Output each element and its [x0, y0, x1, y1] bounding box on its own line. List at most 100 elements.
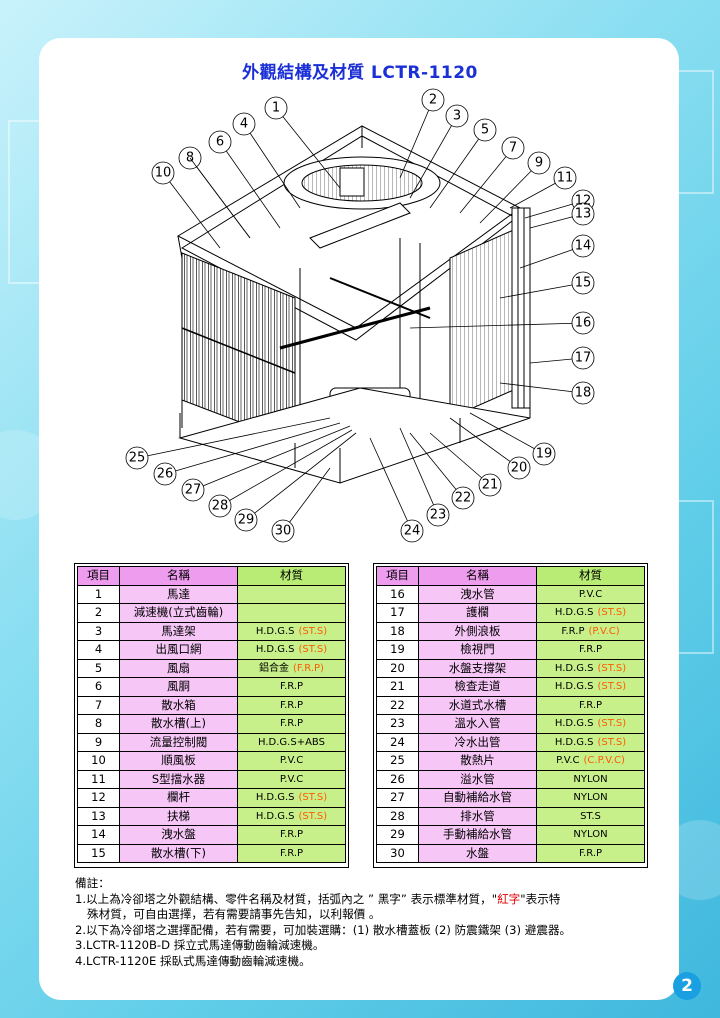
material-standard: H.D.G.S	[554, 718, 594, 730]
item-material: P.V.C	[536, 584, 645, 604]
callout-label: 6	[216, 135, 224, 150]
item-number: 9	[77, 732, 120, 752]
item-number: 14	[77, 825, 120, 845]
callout-13	[571, 202, 595, 226]
material-standard: H.D.G.S	[554, 736, 594, 748]
note-line-4: 4.LCTR-1120E 採臥式馬達傳動齒輪減速機。	[75, 953, 311, 968]
item-material: ST.S	[536, 806, 645, 826]
item-material: P.V.C	[237, 751, 346, 771]
item-name: 外側浪板	[418, 621, 537, 641]
callout-14	[571, 234, 595, 258]
callout-label: 1	[272, 101, 280, 116]
material-standard: F.R.P	[279, 829, 304, 841]
material-standard: F.R.P	[578, 644, 603, 656]
item-name: 檢視門	[418, 640, 537, 660]
callout-label: 28	[212, 499, 229, 514]
item-number: 3	[77, 621, 120, 641]
material-standard: H.D.G.S	[554, 607, 594, 619]
item-name: 護欄	[418, 603, 537, 623]
red-text-keyword: 紅字	[497, 891, 521, 906]
callout-2	[421, 88, 445, 112]
note-line-2: 2.以下為冷卻塔之選擇配備，若有需要，可加裝選購：(1) 散水槽蓋板 (2) 防…	[75, 922, 572, 937]
item-number: 21	[376, 677, 419, 697]
item-number: 10	[77, 751, 120, 771]
material-standard: H.D.G.S+ABS	[258, 736, 325, 748]
material-special: (ST.S)	[597, 718, 627, 730]
callout-label: 2	[429, 93, 437, 108]
material-special: (ST.S)	[597, 607, 627, 619]
material-standard: NYLON	[573, 829, 608, 841]
material-standard: NYLON	[573, 773, 608, 785]
callout-label: 3	[453, 109, 461, 124]
item-number: 7	[77, 695, 120, 715]
callout-3	[445, 104, 469, 128]
item-number: 30	[376, 843, 419, 863]
callout-label: 15	[575, 276, 592, 291]
item-number: 6	[77, 677, 120, 697]
item-name: 洩水管	[418, 584, 537, 604]
material-standard: H.D.G.S	[255, 792, 295, 804]
material-standard: F.R.P	[279, 718, 304, 730]
item-number: 28	[376, 806, 419, 826]
item-name: 排水管	[418, 806, 537, 826]
note-line-3: 3.LCTR-1120B-D 採立式馬達傳動齒輪減速機。	[75, 938, 325, 952]
item-material: F.R.P	[237, 843, 346, 863]
material-special: (ST.S)	[298, 792, 328, 804]
item-number: 2	[77, 603, 120, 623]
notes-section: 備註： 1.以上為冷卻塔之外觀結構、零件名稱及材質，括弧內之 ” 黑字” 表示標…	[75, 876, 665, 969]
item-number: 27	[376, 788, 419, 808]
material-special: (F.R.P)	[293, 662, 324, 674]
material-standard: H.D.G.S	[255, 625, 295, 637]
item-name: 散熱片	[418, 751, 537, 771]
callout-label: 18	[575, 386, 592, 401]
callout-29	[234, 508, 258, 532]
callout-20	[507, 456, 531, 480]
callout-label: 26	[157, 467, 174, 482]
material-special: (ST.S)	[298, 625, 328, 637]
material-standard: NYLON	[573, 792, 608, 804]
item-name: 溫水入管	[418, 714, 537, 734]
item-material: F.R.P	[237, 825, 346, 845]
item-number: 19	[376, 640, 419, 660]
item-material: F.R.P	[237, 695, 346, 715]
item-number: 1	[77, 584, 120, 604]
material-standard: H.D.G.S	[554, 662, 594, 674]
material-special: (ST.S)	[597, 736, 627, 748]
item-material: F.R.P(P.V.C)	[536, 621, 645, 641]
item-name: 順風板	[119, 751, 238, 771]
notes-heading: 備註：	[75, 876, 110, 890]
item-material: NYLON	[536, 769, 645, 789]
item-material: H.D.G.S(ST.S)	[237, 621, 346, 641]
material-standard: F.R.P	[578, 847, 603, 859]
callout-9	[527, 151, 551, 175]
item-number: 20	[376, 658, 419, 678]
callout-22	[451, 486, 475, 510]
item-name: 自動補給水管	[418, 788, 537, 808]
item-material: H.D.G.S(ST.S)	[237, 640, 346, 660]
item-material	[237, 584, 346, 604]
material-standard: F.R.P	[279, 847, 304, 859]
material-special: (P.V.C)	[588, 625, 620, 637]
item-material: H.D.G.S(ST.S)	[536, 603, 645, 623]
callout-label: 7	[509, 141, 517, 156]
item-name: 出風口網	[119, 640, 238, 660]
callout-5	[473, 118, 497, 142]
item-number: 11	[77, 769, 120, 789]
item-material: H.D.G.S(ST.S)	[536, 677, 645, 697]
material-standard: F.R.P	[561, 625, 585, 637]
callout-label: 19	[536, 447, 553, 462]
